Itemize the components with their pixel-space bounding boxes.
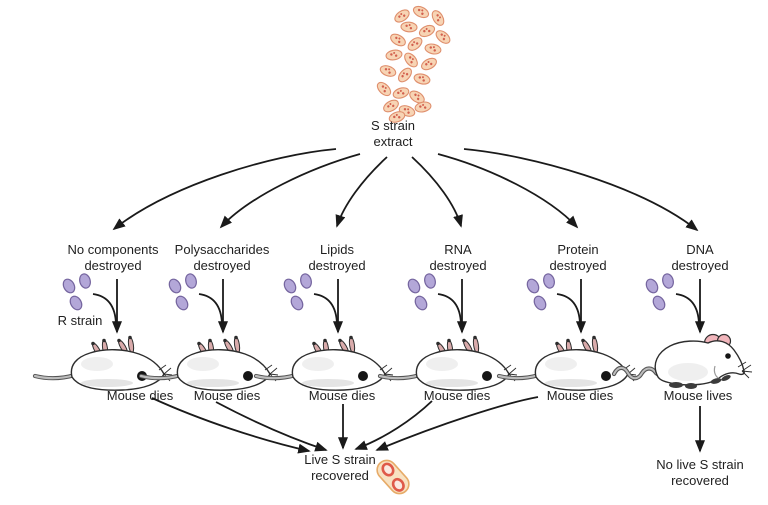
dead-mouse-icon xyxy=(256,336,393,390)
r-strain-bacteria-icon xyxy=(60,272,93,313)
r-strain-bacteria-icon xyxy=(405,272,438,313)
arrow-extract-to-col2 xyxy=(219,153,361,229)
extract-fanout-arrows xyxy=(112,148,699,232)
r-strain-bacteria-icon xyxy=(281,272,314,313)
r-strain-join-col1 xyxy=(92,293,117,325)
injection-arrows xyxy=(60,272,706,334)
r-strain-bacteria-icon xyxy=(166,272,199,313)
r-strain-join-col6 xyxy=(675,293,700,325)
arrow-col1-to-live xyxy=(151,397,311,454)
arrow-extract-to-col5 xyxy=(437,153,579,229)
dead-mouse-icon xyxy=(499,336,636,390)
r-strain-bacteria-icon xyxy=(643,272,676,313)
recovery-arrows xyxy=(151,396,539,454)
r-strain-join-col3 xyxy=(313,293,338,325)
arrow-extract-to-col4 xyxy=(411,156,463,228)
arrow-col4-to-live xyxy=(354,400,433,450)
dead-mouse-icon xyxy=(380,336,517,390)
arrow-col2-to-live xyxy=(215,401,328,452)
dead-mouse-icon xyxy=(141,336,278,390)
r-strain-join-col5 xyxy=(556,293,581,325)
arrow-col5-to-live xyxy=(375,396,539,451)
dead-mouse-icon xyxy=(35,336,172,390)
live-s-strain-cell-icon xyxy=(376,459,410,495)
r-strain-join-col2 xyxy=(198,293,223,325)
live-mouse-icon xyxy=(614,335,752,390)
arrow-extract-to-col6 xyxy=(463,148,699,232)
r-strain-bacteria-icon xyxy=(524,272,557,313)
arrow-extract-to-col3 xyxy=(335,156,388,228)
s-strain-extract-cluster-icon xyxy=(374,3,453,125)
r-strain-join-col4 xyxy=(437,293,462,325)
arrow-extract-to-col1 xyxy=(112,148,337,231)
